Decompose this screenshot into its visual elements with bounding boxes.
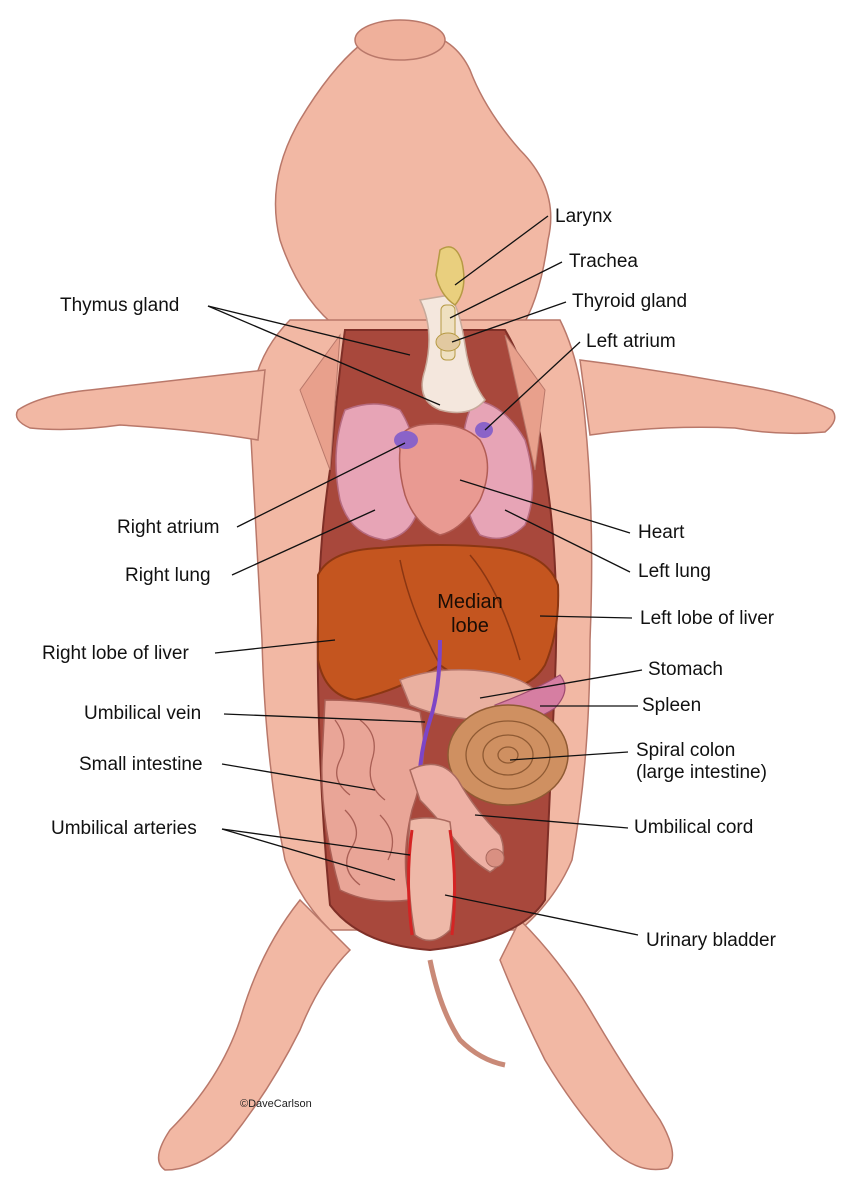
leader-left-atrium [484,341,581,431]
label-umbilical-cord: Umbilical cord [634,817,754,838]
label-larynx: Larynx [555,206,613,227]
leader-umbilical-cord [474,814,629,829]
leader-larynx [454,215,549,286]
umbilical-vein-shape [418,639,442,771]
intestine-loops [334,719,394,886]
spiral-colon-coils [465,720,551,790]
left-lobe-divider [469,554,521,661]
label-urinary-bladder: Urinary bladder [646,930,776,951]
leader-thymus-1 [207,305,411,356]
leader-stomach [479,669,643,699]
leader-umbilical-arteries-1 [221,828,411,856]
pig-left-front-leg [15,369,266,441]
leader-spiral-colon [509,751,629,761]
pig-left-hind-leg [157,898,352,1171]
label-spiral-colon-line1: Spiral colon [636,740,736,761]
label-spiral-colon: Spiral colon (large intestine) [636,740,767,784]
label-median-lobe: Median lobe [430,590,510,638]
leader-thyroid [451,301,567,343]
thyroid-gland-shape [435,332,461,352]
label-umbilical-arteries: Umbilical arteries [51,818,197,839]
heart-shape [398,423,489,536]
pig-snout [354,19,446,61]
label-left-lung: Left lung [638,561,711,582]
leader-heart [459,479,631,534]
urinary-bladder-shape [407,817,455,942]
label-left-lobe-of-liver: Left lobe of liver [640,608,775,629]
label-left-atrium: Left atrium [586,331,676,352]
leader-umbilical-arteries-2 [221,828,396,881]
pig-right-front-leg [579,359,836,436]
umbilical-cord-stump [485,848,505,868]
liver-shape [317,544,560,702]
right-atrium-shape [394,431,418,449]
leader-lines [207,215,643,936]
pig-right-hind-leg [499,918,674,1171]
label-umbilical-vein: Umbilical vein [84,703,202,724]
leader-right-lobe [214,639,336,654]
small-intestine-shape [321,699,425,902]
label-median-lobe-line2: lobe [451,615,489,637]
leader-trachea [449,261,563,319]
label-heart: Heart [638,522,685,543]
pig-tail [427,959,506,1068]
leader-umbilical-vein [223,713,426,723]
skin-flap-right [504,334,546,471]
spiral-colon-shape [447,704,569,806]
label-small-intestine: Small intestine [79,754,203,775]
label-spiral-colon-line2: (large intestine) [636,762,767,783]
label-median-lobe-line1: Median [437,591,503,613]
pig-head [274,31,552,331]
label-thyroid-gland: Thyroid gland [572,291,688,312]
label-spleen: Spleen [642,695,702,716]
leader-right-atrium [236,442,406,528]
copyright-credit: ©DaveCarlson [240,1098,312,1110]
skin-flap-left [299,333,341,471]
leader-thymus-2 [207,305,441,406]
leader-urinary-bladder [444,894,639,936]
umbilical-artery-left [407,829,414,936]
label-right-atrium: Right atrium [117,517,220,538]
label-stomach: Stomach [648,659,723,680]
leader-right-lung [231,509,376,576]
label-right-lung: Right lung [125,565,211,586]
larynx-shape [435,246,465,306]
label-thymus-gland: Thymus gland [60,295,180,316]
label-trachea: Trachea [569,251,638,272]
leader-small-intestine [221,763,376,791]
umbilical-artery-right [448,829,457,936]
leader-left-lobe [539,615,633,619]
label-right-lobe-of-liver: Right lobe of liver [42,643,189,664]
median-lobe-divider [399,559,441,666]
leader-left-lung [504,509,631,573]
